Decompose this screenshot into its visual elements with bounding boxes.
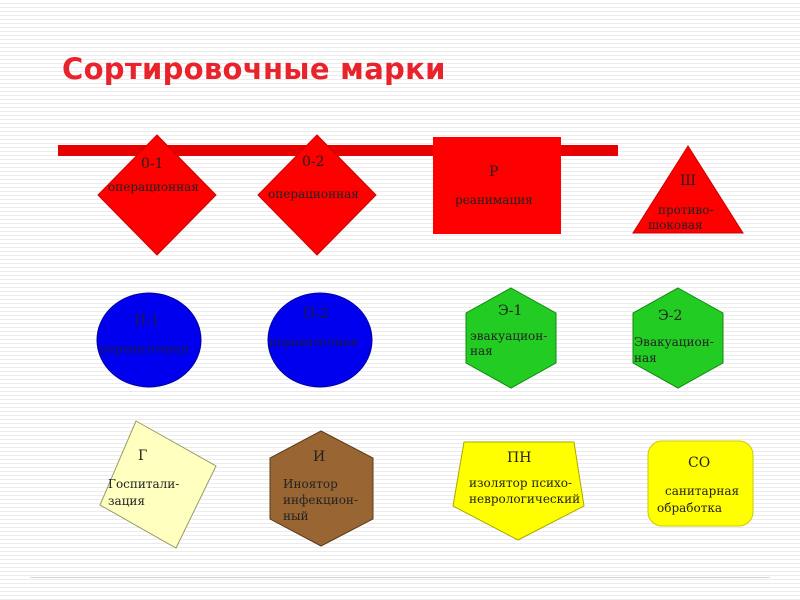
mark-evacuation-1: Э-1 эвакуацион- ная: [465, 287, 557, 389]
mark-code: П-2: [303, 306, 329, 322]
mark-01-operating: 0-1 операционная: [96, 133, 218, 257]
mark-description-line2: неврологический: [469, 492, 581, 506]
red-header-bar: [58, 145, 618, 156]
mark-code: П-1: [134, 313, 160, 329]
mark-code: Э-2: [658, 308, 683, 324]
mark-code: СО: [688, 455, 711, 471]
mark-code: 0-2: [302, 154, 325, 170]
mark-code: И: [313, 449, 326, 465]
mark-dressing-1: П-1 перевязочная: [96, 292, 202, 388]
mark-code: Э-1: [498, 303, 523, 319]
mark-infection-isolator: И Иноятор инфекцион- ный: [268, 430, 375, 547]
mark-code: Р: [489, 164, 499, 180]
mark-description: операционная: [108, 180, 199, 194]
blue-circle-shape: [267, 292, 373, 388]
mark-description-line2: шоковая: [648, 218, 703, 232]
mark-resuscitation: Р реанимация: [433, 137, 561, 234]
yellow-pentagon-shape: [452, 441, 585, 541]
mark-description-line1: Госпитали-: [108, 477, 180, 491]
mark-description-line1: изолятор психо-: [469, 476, 573, 490]
red-rhombus-shape: [257, 134, 377, 256]
light-yellow-rhombus-shape: [99, 420, 217, 549]
mark-02-operating: 0-2 операционная: [256, 133, 378, 257]
mark-psycho-isolator: ПН изолятор психо- неврологический: [452, 440, 585, 541]
mark-description-line2: зация: [108, 494, 145, 508]
mark-code: 0-1: [141, 156, 164, 172]
mark-code: Г: [138, 448, 148, 464]
mark-description-line2: ная: [470, 344, 493, 358]
slide-title: Сортировочные марки: [62, 52, 446, 86]
mark-description-line1: Эвакуацион-: [634, 335, 714, 349]
mark-dressing-2: П-2 перевязочная: [267, 292, 373, 388]
red-square-shape: [433, 137, 561, 234]
brown-hexagon-shape: [269, 430, 374, 547]
blue-circle-shape: [96, 292, 202, 388]
mark-description: перевязочная: [269, 335, 358, 349]
mark-description-line2: инфекцион-: [283, 493, 358, 507]
mark-code: Ш: [680, 173, 696, 189]
mark-description-line1: санитарная: [665, 484, 740, 498]
mark-code: ПН: [507, 450, 532, 466]
red-rhombus-shape: [97, 134, 217, 256]
mark-description-line1: противо-: [658, 203, 714, 217]
mark-description-line2: обработка: [657, 501, 723, 515]
mark-description-line1: эвакуацион-: [470, 329, 548, 343]
mark-hospitalization: Г Госпитали- зация: [98, 420, 218, 550]
mark-description: перевязочная: [100, 342, 189, 356]
mark-antishock: Ш противо- шоковая: [632, 145, 744, 235]
red-triangle-shape: [632, 145, 744, 234]
green-hexagon-shape: [465, 287, 557, 389]
footer-divider: [30, 577, 770, 578]
green-hexagon-shape: [632, 287, 724, 389]
mark-description: реанимация: [455, 193, 533, 207]
yellow-rounded-rectangle-shape: [647, 440, 754, 527]
mark-description-line2: ная: [634, 351, 657, 365]
mark-description-line1: Иноятор: [283, 477, 338, 491]
mark-description-line3: ный: [283, 509, 309, 523]
mark-sanitary-treatment: СО санитарная обработка: [647, 440, 754, 527]
mark-evacuation-2: Э-2 Эвакуацион- ная: [632, 287, 724, 389]
mark-description: операционная: [268, 187, 359, 201]
